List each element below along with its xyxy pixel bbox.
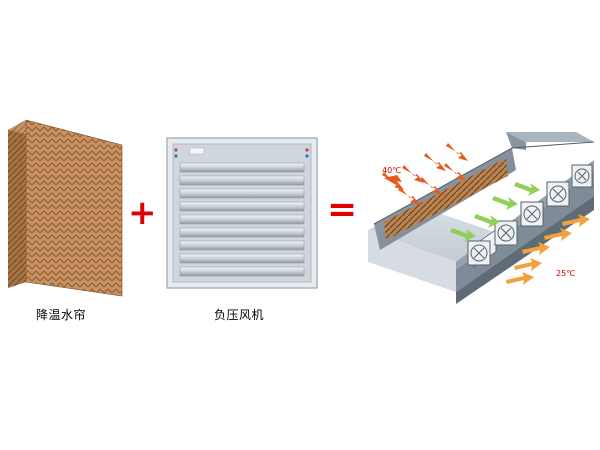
plus-sign: +: [128, 193, 157, 233]
cool-air-arrows: [450, 182, 540, 242]
hot-air-arrows: [382, 143, 468, 205]
cooling-pad-caption: 降温水帘: [36, 308, 87, 322]
outlet-temperature: 25℃: [556, 269, 575, 278]
exhaust-fan-image: [166, 137, 318, 289]
exhaust-fan-caption: 负压风机: [214, 308, 265, 322]
inlet-temperature: 40℃: [382, 166, 401, 175]
exhaust-air-arrows: [506, 214, 590, 285]
cooling-pad-image: [8, 119, 123, 297]
wall-cooling-pad: [384, 158, 508, 240]
equals-sign: =: [327, 189, 358, 230]
fan-louvers: [179, 162, 305, 277]
greenhouse-system-image: 40℃ 25℃: [368, 132, 595, 304]
wall-fans: [467, 164, 593, 266]
